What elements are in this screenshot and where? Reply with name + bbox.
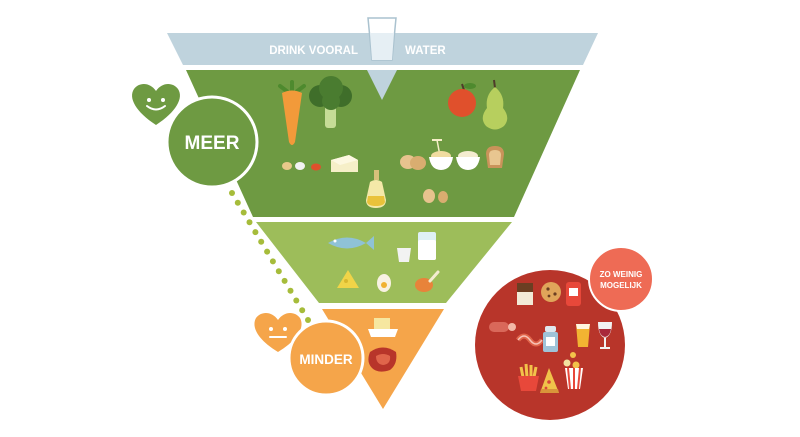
fries-icon [518, 363, 539, 391]
broccoli-icon [309, 76, 352, 128]
butter-icon [368, 318, 398, 337]
cookie-icon [541, 282, 561, 302]
wine-glass-icon [598, 322, 612, 349]
less-label: MINDER [299, 352, 352, 367]
trail-dot [258, 238, 265, 245]
limit-label-line2: MOGELIJK [600, 281, 642, 290]
beer-glass-icon [576, 324, 590, 347]
bread-rolls-icon [400, 155, 426, 170]
trail-dot [246, 219, 253, 226]
more-circle [165, 95, 259, 189]
chocolate-icon [517, 283, 533, 305]
steak-icon [368, 347, 397, 372]
bread-slice-icon [486, 146, 504, 168]
happy-heart-icon [132, 83, 180, 125]
limit-label-line1: ZO WEINIG [600, 270, 643, 279]
pasta-bowl-icon [429, 139, 453, 170]
chicken-leg-icon [415, 270, 440, 292]
trail-dot [281, 277, 288, 284]
pear-icon [482, 79, 508, 130]
more-label: MEER [185, 133, 240, 154]
trail-dot [305, 317, 311, 323]
water-label-right: WATER [405, 45, 446, 57]
trail-dot [264, 248, 271, 255]
water-label-left: DRINK VOORAL [269, 45, 358, 57]
yogurt-icon [397, 248, 411, 262]
nuts-icon [282, 162, 321, 171]
apple-icon [448, 83, 476, 117]
trail-dot [275, 268, 282, 275]
pyramid-section-middle [256, 222, 512, 303]
trail-dot [269, 258, 276, 265]
dotted-trail [229, 190, 311, 323]
carrot-icon [278, 80, 306, 145]
salt-shaker-icon [543, 326, 558, 352]
water-glass-icon [367, 17, 397, 61]
limit-badge [588, 246, 654, 312]
soda-can-icon [566, 282, 581, 306]
trail-dot [299, 307, 306, 314]
cheese-icon [337, 270, 359, 288]
egg-icon [377, 274, 391, 292]
popcorn-icon [563, 352, 583, 390]
trail-dot [229, 190, 235, 196]
rice-bowl-icon [456, 151, 480, 170]
fish-icon [328, 236, 374, 250]
trail-dot [293, 297, 300, 304]
trail-dot [287, 287, 294, 294]
trail-dot [240, 209, 247, 216]
bacon-icon [516, 333, 544, 347]
glass-notch [367, 70, 397, 100]
pizza-slice-icon [540, 368, 559, 393]
neutral-heart-icon [254, 312, 302, 352]
potatoes-icon [423, 189, 448, 203]
trail-dot [234, 199, 241, 206]
margarine-icon [331, 155, 358, 172]
sausage-icon [489, 322, 516, 332]
milk-glass-icon [418, 232, 436, 260]
trail-dot [252, 229, 259, 236]
less-circle [287, 319, 365, 397]
oil-bottle-icon [366, 170, 386, 208]
